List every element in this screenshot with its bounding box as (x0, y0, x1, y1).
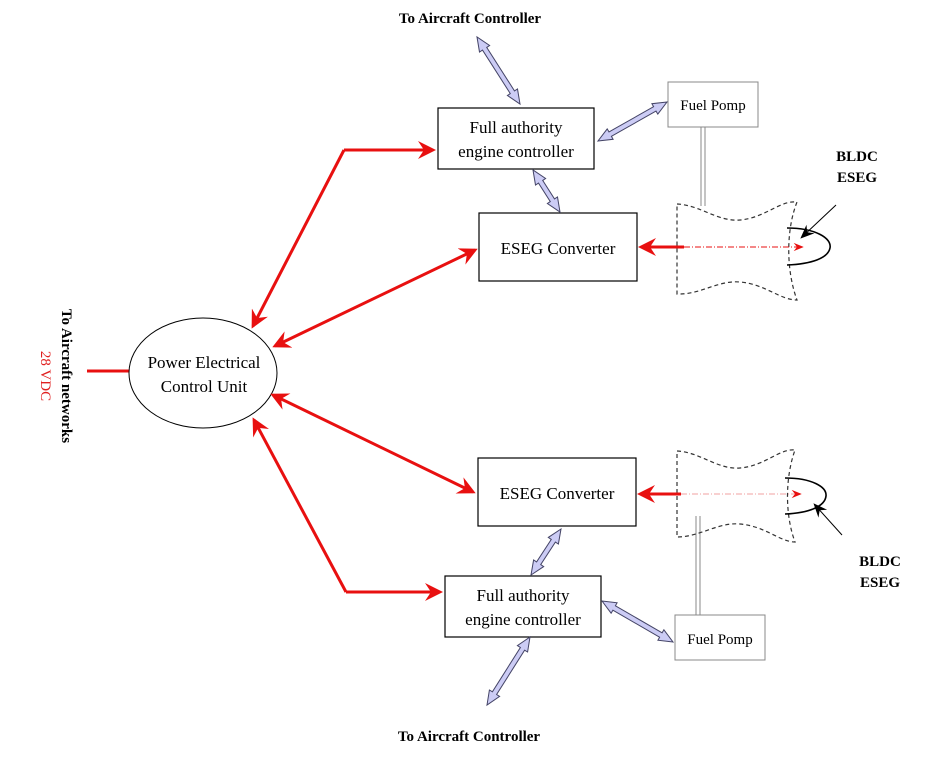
aircraft-networks-label: To Aircraft networks (58, 309, 74, 443)
top-fadec-line2: engine controller (458, 142, 574, 161)
bottom-bldc-generator (784, 477, 827, 515)
bottom-fadec-line2: engine controller (465, 610, 581, 629)
top-aircraft-controller-label: To Aircraft Controller (399, 11, 542, 27)
bottom-converter-label: ESEG Converter (500, 484, 615, 503)
bottom-bldc-label: BLDC (859, 554, 901, 570)
top-eseg-label: ESEG (837, 170, 877, 186)
top-fuel-pump-label: Fuel Pomp (680, 98, 745, 114)
pecu-label-line1: Power Electrical (148, 353, 261, 372)
bottom-fuel-pump[interactable]: Fuel Pomp (674, 614, 766, 661)
pecu-to-top-fadec-arrow (251, 149, 346, 329)
pecu-top-converter-arrow (272, 248, 478, 348)
bottom-eseg-converter[interactable]: ESEG Converter (477, 457, 637, 527)
top-fadec-converter-data-arrow (532, 168, 561, 214)
pecu-to-bottom-fadec-arrow (252, 417, 348, 593)
bottom-generator-pointer (813, 503, 843, 536)
pecu-label-line2: Control Unit (161, 377, 248, 396)
bottom-engine-outline (676, 449, 796, 543)
top-eseg-converter[interactable]: ESEG Converter (478, 212, 638, 282)
top-bldc-label: BLDC (836, 149, 878, 165)
bottom-fadec-line1: Full authority (476, 586, 570, 605)
bottom-fadec-pump-data-arrow (600, 600, 675, 643)
top-fadec-pump-data-arrow (596, 101, 669, 142)
bottom-fuel-pump-label: Fuel Pomp (687, 632, 752, 648)
voltage-label: 28 VDC (37, 351, 53, 401)
bottom-fadec-box[interactable]: Full authority engine controller (444, 575, 602, 638)
top-fadec-box[interactable]: Full authority engine controller (437, 107, 595, 170)
top-converter-label: ESEG Converter (501, 239, 616, 258)
top-controller-data-arrow (476, 35, 521, 106)
bottom-converter-fadec-data-arrow (530, 527, 562, 577)
top-generator-pointer (800, 204, 837, 239)
top-bldc-generator (786, 227, 831, 266)
bottom-eseg-label: ESEG (860, 575, 900, 591)
top-fadec-line1: Full authority (469, 118, 563, 137)
power-electrical-control-unit[interactable]: Power Electrical Control Unit (128, 317, 278, 429)
bottom-aircraft-controller-label: To Aircraft Controller (398, 729, 541, 745)
top-engine-outline (676, 201, 798, 301)
pecu-bottom-converter-arrow (270, 393, 476, 494)
top-fuel-pump[interactable]: Fuel Pomp (667, 81, 759, 128)
bottom-controller-data-arrow (486, 635, 531, 707)
